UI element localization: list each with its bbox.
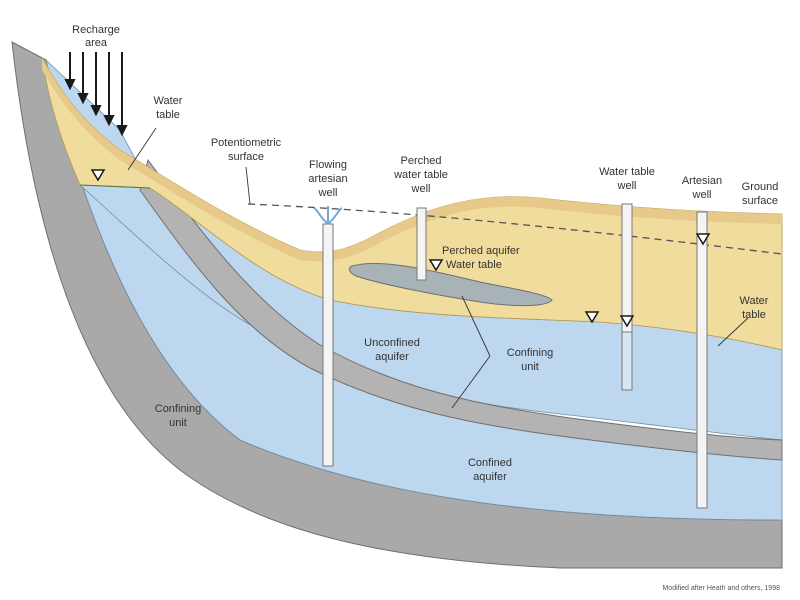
label-potentiometric-surface: Potentiometric surface <box>211 137 282 163</box>
label-artesian-line2: well <box>692 189 712 201</box>
perched-water-table-well <box>416 207 427 281</box>
label-flowing-line2: artesian <box>308 173 347 185</box>
label-perched-water-table-well: Perched water table well <box>393 155 448 195</box>
label-ground-line2: surface <box>742 195 778 207</box>
label-ground-surface: Ground surface <box>742 181 779 207</box>
perched-confining-lens <box>348 262 553 307</box>
figure-credit: Modified after Heath and others, 1998 <box>662 585 780 592</box>
label-flowing-line3: well <box>318 187 338 199</box>
label-water-table-right: Water table <box>740 295 769 321</box>
label-recharge-area-line1: Recharge <box>72 24 120 36</box>
label-perched-well-line1: Perched <box>401 155 442 167</box>
label-artesian-line1: Artesian <box>682 175 722 187</box>
leader-lines <box>127 127 749 409</box>
label-confined-line2: aquifer <box>473 471 507 483</box>
label-confining-unit-left: Confining unit <box>155 403 201 429</box>
label-confined-aquifer: Confined aquifer <box>468 457 512 483</box>
water-table-markers <box>90 169 711 328</box>
label-wt-well-line2: well <box>617 180 637 192</box>
label-unconfined-line1: Unconfined <box>364 337 420 349</box>
potentiometric-surface-line <box>247 203 783 255</box>
label-water-table-well: Water table well <box>599 166 655 192</box>
label-wt-well-line1: Water table <box>599 166 655 178</box>
label-water-table-right-line2: table <box>742 309 766 321</box>
middle-confining-unit <box>139 158 783 461</box>
label-recharge-area-line2: area <box>85 37 108 49</box>
label-unconfined-line2: aquifer <box>375 351 409 363</box>
label-confining-unit-middle: Confining unit <box>507 347 553 373</box>
artesian-well <box>696 211 708 509</box>
label-perched-well-line3: well <box>411 183 431 195</box>
label-recharge-area: Recharge area <box>72 24 120 49</box>
water-table-line-left <box>79 184 151 189</box>
label-water-table-left: Water table <box>154 95 183 121</box>
water-table-well <box>621 203 633 391</box>
label-ground-line1: Ground <box>742 181 779 193</box>
label-potentiometric-line2: surface <box>228 151 264 163</box>
label-confining-left-line2: unit <box>169 417 187 429</box>
label-perched-water-table: Water table <box>446 259 502 271</box>
label-perched-well-line2: water table <box>393 169 448 181</box>
recharge-arrows <box>64 52 128 137</box>
label-confined-line1: Confined <box>468 457 512 469</box>
label-confining-mid-line1: Confining <box>507 347 553 359</box>
label-confining-left-line1: Confining <box>155 403 201 415</box>
label-flowing-line1: Flowing <box>309 159 347 171</box>
ground-surface-strip <box>42 58 782 262</box>
label-flowing-artesian-well: Flowing artesian well <box>308 159 347 199</box>
label-water-table-left-line2: table <box>156 109 180 121</box>
label-artesian-well: Artesian well <box>682 175 722 201</box>
label-confining-mid-line2: unit <box>521 361 539 373</box>
label-perched-aquifer: Perched aquifer <box>442 245 520 257</box>
label-water-table-right-line1: Water <box>740 295 769 307</box>
label-unconfined-aquifer: Unconfined aquifer <box>364 337 420 363</box>
flowing-artesian-well <box>313 206 343 467</box>
label-potentiometric-line1: Potentiometric <box>211 137 282 149</box>
label-water-table-left-line1: Water <box>154 95 183 107</box>
